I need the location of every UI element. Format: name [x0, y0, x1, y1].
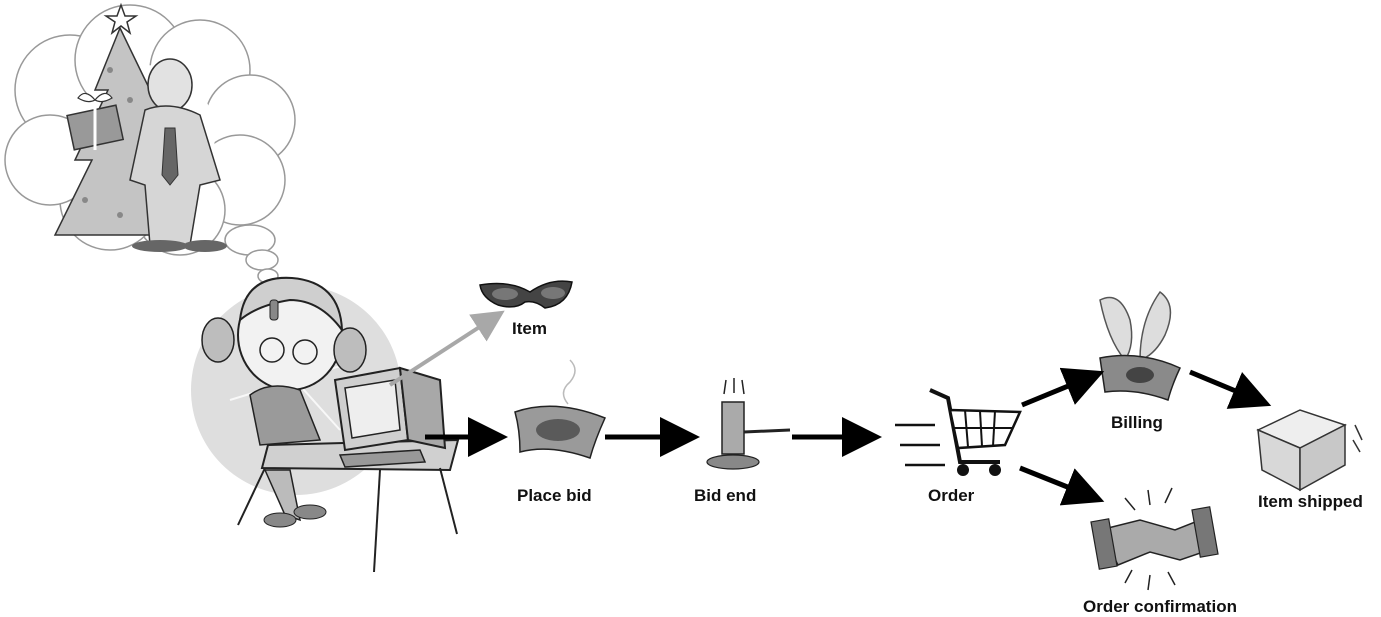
arrow-user-to-item: [390, 315, 498, 385]
label-bid-end: Bid end: [694, 486, 756, 506]
shopping-cart-icon: [895, 390, 1020, 476]
arrow-order-to-confirmation: [1020, 468, 1095, 498]
sunglasses-icon: [480, 281, 572, 308]
girl-at-computer-icon: [191, 278, 458, 572]
label-order-confirmation: Order confirmation: [1083, 597, 1237, 617]
arrow-billing-to-shipped: [1190, 372, 1262, 402]
money-icon: [515, 360, 605, 458]
label-item-shipped: Item shipped: [1258, 492, 1363, 512]
arrow-order-to-billing: [1022, 375, 1095, 405]
label-place-bid: Place bid: [517, 486, 592, 506]
label-item: Item: [512, 319, 547, 339]
label-billing: Billing: [1111, 413, 1163, 433]
package-icon: [1258, 410, 1362, 490]
label-order: Order: [928, 486, 974, 506]
handshake-icon: [1091, 488, 1218, 590]
gavel-icon: [707, 378, 790, 469]
flying-money-icon: [1100, 292, 1180, 400]
